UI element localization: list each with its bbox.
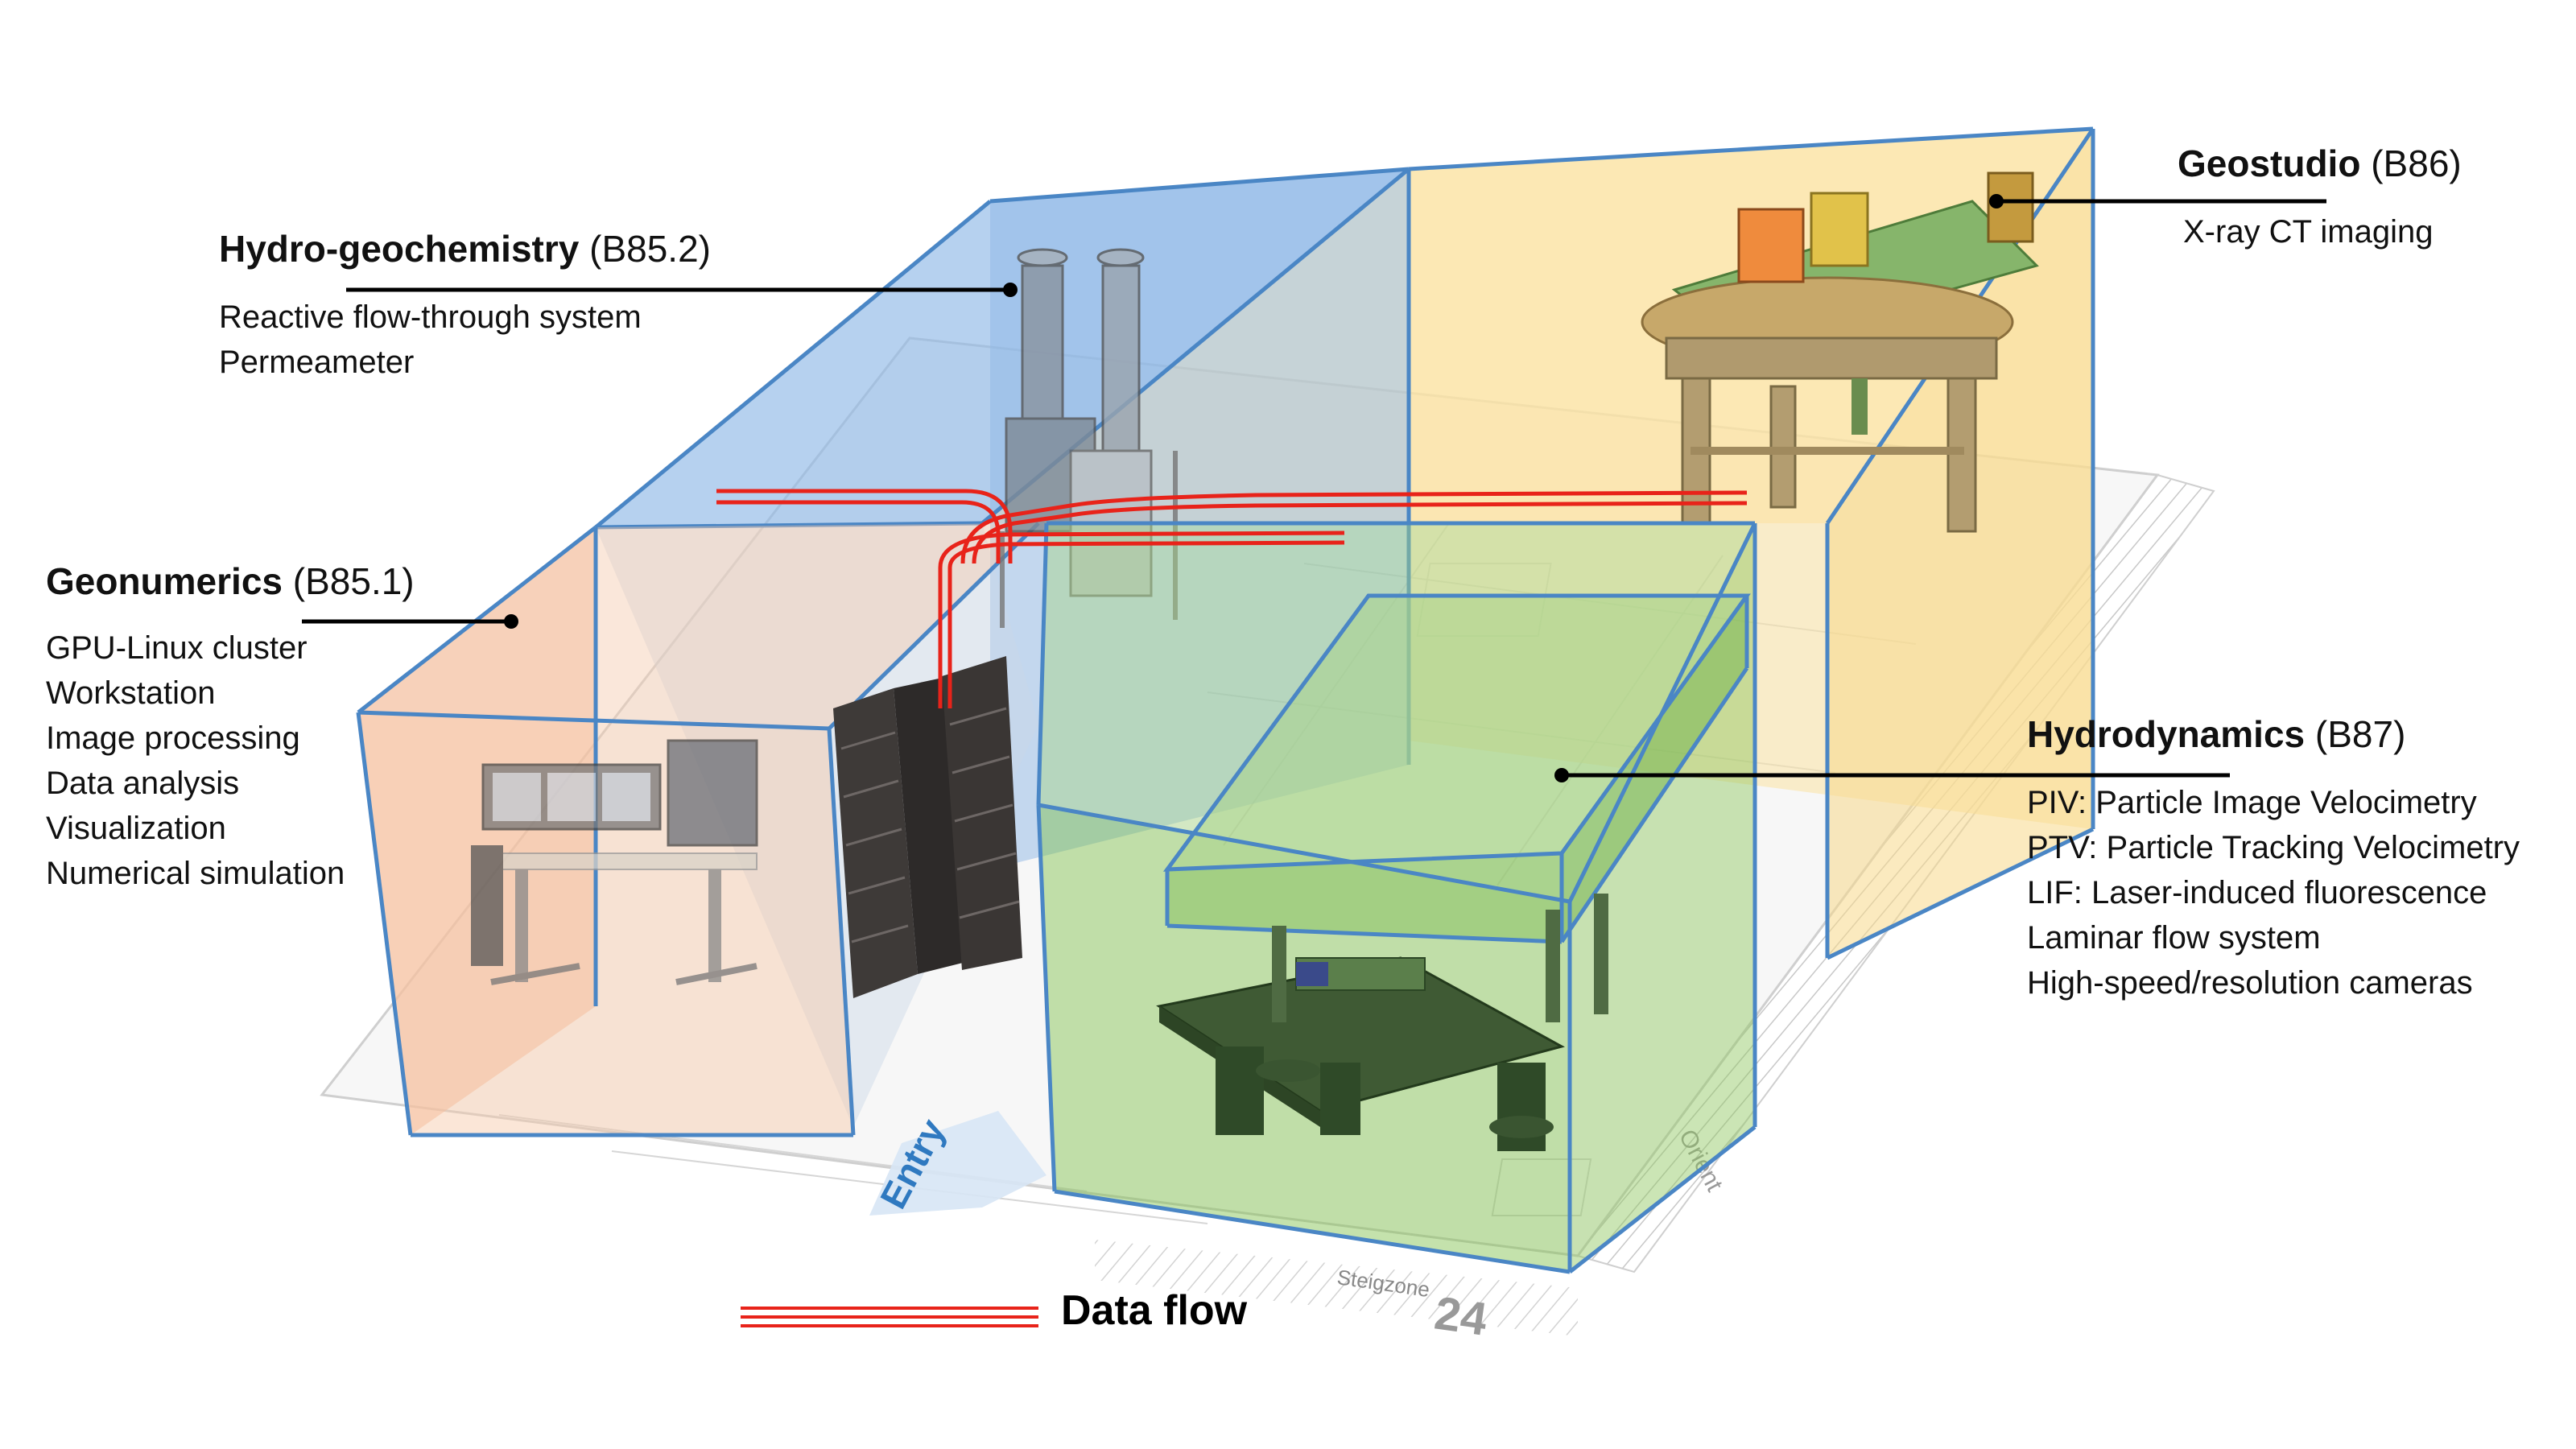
workstation-image	[471, 739, 758, 985]
hydro-geochemistry-items: Reactive flow-through system Permeameter	[219, 295, 711, 385]
data-flow-legend-label: Data flow	[1061, 1287, 1248, 1334]
list-item: LIF: Laser-induced fluorescence	[2027, 875, 2487, 910]
list-item: Laminar flow system	[2027, 920, 2321, 956]
geostudio-name: Geostudio	[2178, 142, 2361, 184]
geonumerics-name: Geonumerics	[46, 560, 283, 602]
hydro-geochemistry-leader-dot	[1003, 283, 1018, 297]
geostudio-items: X-ray CT imaging	[2183, 209, 2433, 254]
hydrodynamics-name: Hydrodynamics	[2027, 713, 2306, 755]
gpu-cluster-image	[833, 656, 1022, 998]
hydro-geochemistry-title: Hydro-geochemistry (B85.2)	[219, 227, 711, 270]
list-item: Image processing	[46, 720, 300, 756]
piv-table-image	[1156, 894, 1608, 1151]
ct-instrument-image	[1641, 171, 2039, 533]
list-item: High-speed/resolution cameras	[2027, 965, 2473, 1001]
geonumerics-code: (B85.1)	[292, 560, 415, 602]
geostudio-title: Geostudio (B86)	[2178, 142, 2462, 185]
list-item: Workstation	[46, 675, 216, 711]
geostudio-code: (B86)	[2371, 142, 2462, 184]
zone-number: 24	[1431, 1287, 1490, 1346]
hydro-geochemistry-code: (B85.2)	[589, 228, 711, 270]
geostudio-callout: Geostudio (B86)	[2178, 142, 2462, 185]
list-item: Reactive flow-through system	[219, 299, 642, 335]
list-item: GPU-Linux cluster	[46, 630, 308, 666]
geostudio-leader-dot	[1989, 194, 2004, 208]
geonumerics-items: GPU-Linux cluster Workstation Image proc…	[46, 625, 415, 896]
list-item: PTV: Particle Tracking Velocimetry	[2027, 830, 2520, 865]
list-item: Data analysis	[46, 766, 240, 801]
leader-lines	[302, 194, 2326, 782]
geonumerics-callout: Geonumerics (B85.1) GPU-Linux cluster Wo…	[46, 559, 415, 896]
geonumerics-leader-dot	[504, 614, 518, 629]
list-item: X-ray CT imaging	[2183, 214, 2434, 250]
list-item: Visualization	[46, 811, 226, 846]
list-item: Permeameter	[219, 345, 415, 380]
hydrodynamics-items: PIV: Particle Image Velocimetry PTV: Par…	[2027, 780, 2520, 1005]
hydro-geochemistry-name: Hydro-geochemistry	[219, 228, 580, 270]
data-flow-lines	[716, 489, 1748, 708]
geonumerics-title: Geonumerics (B85.1)	[46, 559, 415, 603]
hydrodynamics-leader-dot	[1554, 768, 1569, 782]
list-item: PIV: Particle Image Velocimetry	[2027, 785, 2477, 820]
hydrodynamics-room	[1036, 521, 1757, 1274]
data-flow-legend-swatch	[741, 1307, 1038, 1327]
list-item: Numerical simulation	[46, 856, 345, 891]
hydrodynamics-title: Hydrodynamics (B87)	[2027, 712, 2520, 756]
hydrodynamics-callout: Hydrodynamics (B87) PIV: Particle Image …	[2027, 712, 2520, 1005]
hydrodynamics-code: (B87)	[2314, 713, 2406, 755]
hydro-geochemistry-callout: Hydro-geochemistry (B85.2) Reactive flow…	[219, 227, 711, 385]
